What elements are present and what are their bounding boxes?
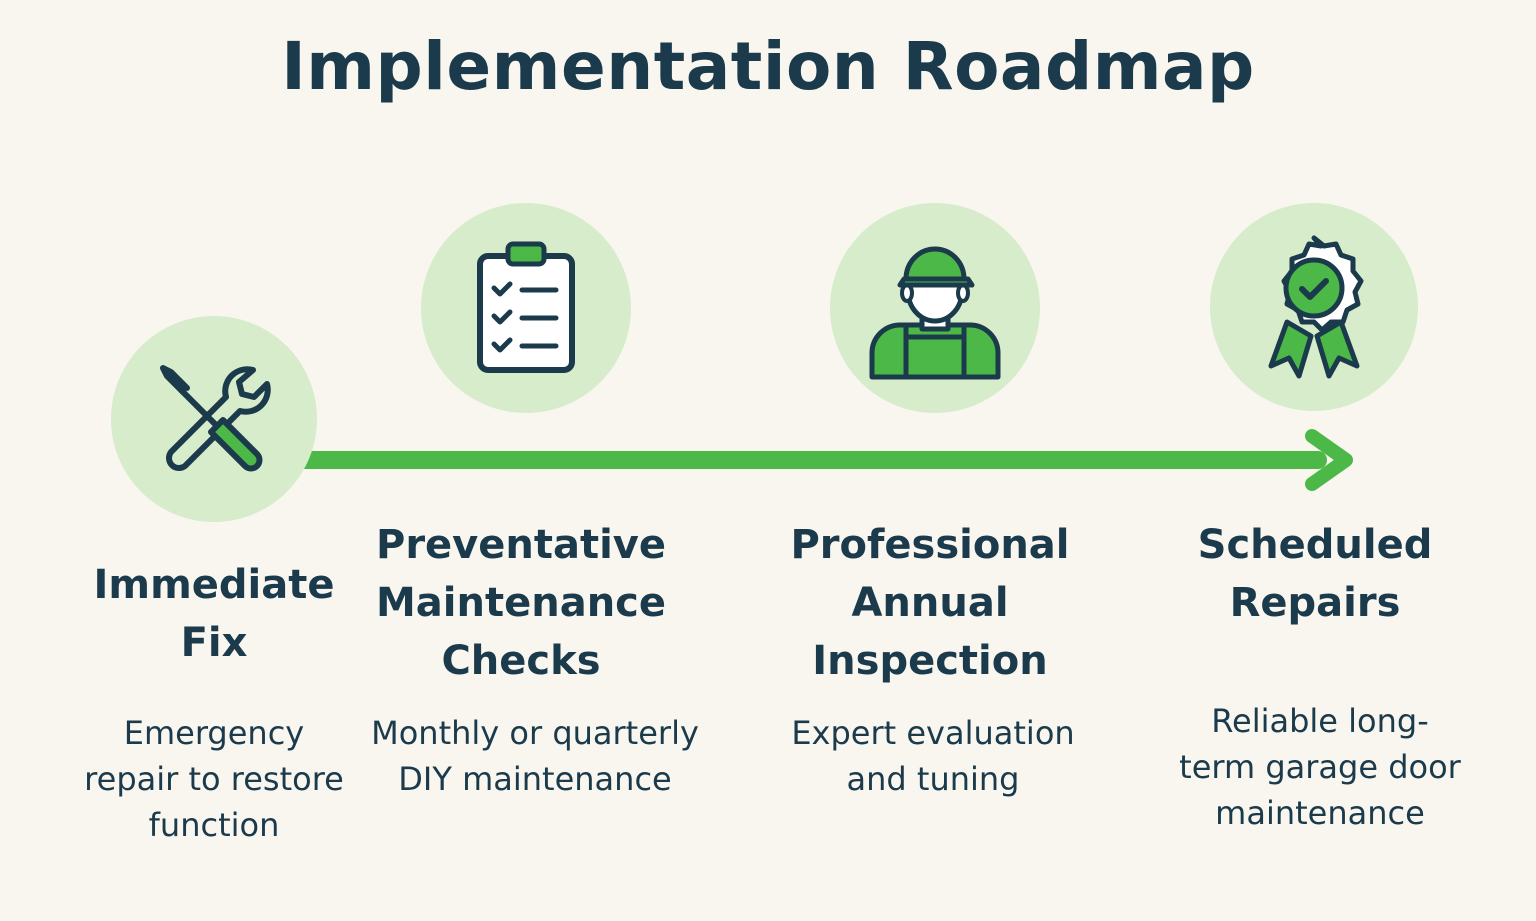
step-3-icon-circle <box>830 203 1040 413</box>
step-2-description: Monthly or quarterly DIY maintenance <box>371 714 699 798</box>
award-badge-icon <box>1268 235 1364 379</box>
step-2-title: Preventative Maintenance Checks <box>375 522 667 684</box>
step-1-description: Emergency repair to restore function <box>84 714 344 844</box>
step-3-title: Professional Annual Inspection <box>790 522 1070 684</box>
step-2-icon-circle <box>421 203 631 413</box>
step-4-description: Reliable long- term garage door maintena… <box>1179 702 1461 832</box>
step-4-title: Scheduled Repairs <box>1197 522 1433 626</box>
page-title: Implementation Roadmap <box>281 28 1255 105</box>
technician-icon <box>869 246 1001 380</box>
step-1-title: Immediate Fix <box>93 562 335 666</box>
wrench-screwdriver-icon <box>160 365 271 472</box>
step-3-description: Expert evaluation and tuning <box>791 714 1075 798</box>
step-4-icon-circle <box>1210 203 1418 411</box>
clipboard-checklist-icon <box>477 241 575 373</box>
step-1-icon-circle <box>111 316 317 522</box>
